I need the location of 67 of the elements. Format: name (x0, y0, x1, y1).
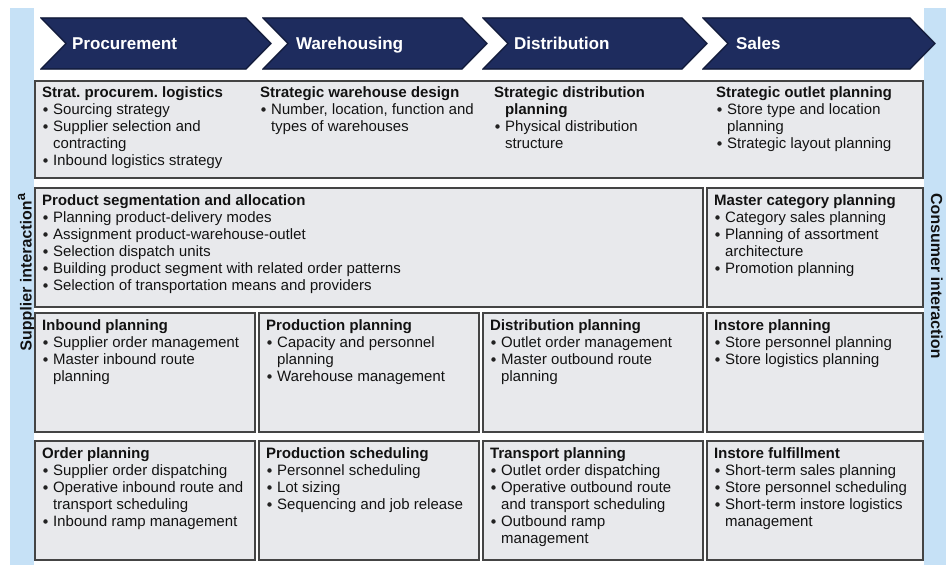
box-heading: Strat. procurem. logistics (42, 84, 224, 101)
bullet-item: Category sales planning (725, 209, 887, 226)
box-heading: Order planning (42, 445, 151, 462)
box-heading: Strategic distribution planning (494, 84, 646, 118)
box-heading: Production planning (266, 317, 413, 334)
box-heading: Production scheduling (266, 445, 430, 462)
stage-label: Procurement (72, 32, 177, 54)
planning-box (34, 440, 256, 561)
bullet-item: Building product segment with related order patterns (53, 260, 402, 277)
planning-box (34, 187, 704, 308)
planning-box (706, 187, 924, 308)
planning-box (482, 440, 704, 561)
box-heading: Distribution planning (490, 317, 642, 334)
planning-box (706, 312, 924, 433)
bullet-item: Number, location, function and types of warehouses (271, 101, 475, 135)
bullet-item: Store personnel scheduling (725, 479, 908, 496)
bullet-item: Sequencing and job release (277, 496, 464, 513)
bullet-item: Short-term sales planning (725, 462, 897, 479)
bullet-item: Master inbound route planning (53, 351, 196, 385)
side-band (10, 8, 34, 565)
bullet-item: Outlet order management (501, 334, 673, 351)
bullet-item: Supplier order dispatching (53, 462, 228, 479)
planning-box (258, 440, 480, 561)
stage-label: Distribution (514, 32, 610, 54)
bullet-item: Store personnel planning (725, 334, 893, 351)
bullet-item: Selection of transportation means and providers (53, 277, 373, 294)
bullet-item: Capacity and personnel planning (277, 334, 436, 368)
bullet-item: Selection dispatch units (53, 243, 212, 260)
bullet-item: Assignment product-warehouse-outlet (53, 226, 307, 243)
bullet-item: Supplier selection and contracting (53, 118, 202, 152)
bullet-item: Planning product-delivery modes (53, 209, 272, 226)
box-heading: Instore fulfillment (714, 445, 841, 462)
bullet-item: Master outbound route planning (501, 351, 653, 385)
bullet-item: Outlet order dispatching (501, 462, 662, 479)
bullet-item: Short-term instore logistics management (725, 496, 904, 530)
box-heading: Instore planning (714, 317, 832, 334)
bullet-item: Operative outbound route and transport scheduling (501, 479, 672, 513)
box-heading: Master category planning (714, 192, 897, 209)
planning-box (706, 440, 924, 561)
stage-label: Sales (736, 32, 780, 54)
bullet-item: Store logistics planning (725, 351, 880, 368)
planning-box (258, 312, 480, 433)
bullet-item: Operative inbound route and transport scheduling (53, 479, 244, 513)
side-band (924, 8, 946, 565)
bullet-item: Sourcing strategy (53, 101, 171, 118)
box-heading: Strategic outlet planning (716, 84, 893, 101)
box-heading: Product segmentation and allocation (42, 192, 306, 209)
planning-box (482, 312, 704, 433)
bullet-item: Store type and location planning (727, 101, 882, 135)
box-heading: Strategic warehouse design (260, 84, 460, 101)
bullet-item: Strategic layout planning (727, 135, 892, 152)
bullet-item: Lot sizing (277, 479, 342, 496)
planning-box (34, 80, 924, 179)
bullet-item: Planning of assortment architecture (725, 226, 880, 260)
bullet-item: Personnel scheduling (277, 462, 422, 479)
stage-label: Warehousing (296, 32, 404, 55)
box-heading: Transport planning (490, 445, 627, 462)
bullet-item: Supplier order management (53, 334, 240, 351)
band-label: Consumer interaction (926, 193, 944, 358)
bullet-item: Outbound ramp management (501, 513, 606, 547)
bullet-item: Warehouse management (277, 368, 446, 385)
bullet-item: Physical distribution structure (505, 118, 639, 152)
bullet-item: Promotion planning (725, 260, 856, 277)
bullet-item: Inbound ramp management (53, 513, 238, 530)
box-heading: Inbound planning (42, 317, 169, 334)
bullet-item: Inbound logistics strategy (53, 152, 224, 169)
planning-box (34, 312, 256, 433)
